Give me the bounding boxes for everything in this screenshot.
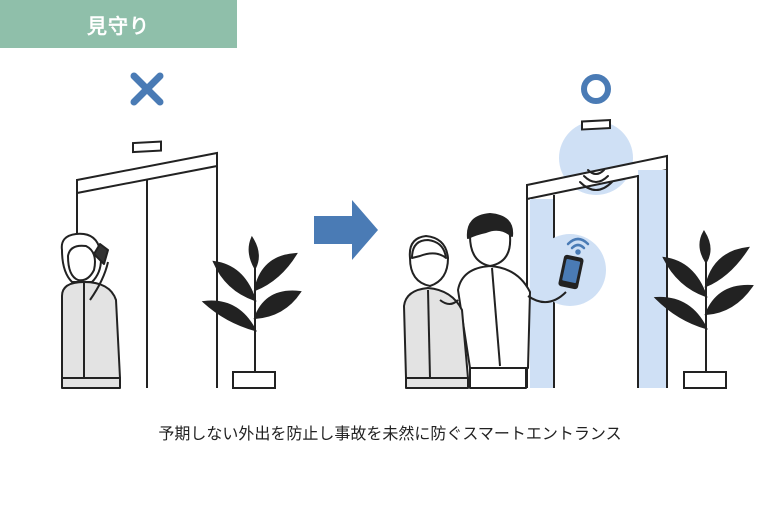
arrow-right-icon <box>314 200 378 260</box>
plant-icon <box>653 230 754 389</box>
circle-ok-icon <box>581 74 611 104</box>
resident-woman-right <box>403 235 469 389</box>
category-tag: 見守り <box>0 0 237 48</box>
resident-woman-left <box>60 232 121 389</box>
plant-icon <box>201 235 302 389</box>
staff-man <box>457 213 567 389</box>
wifi-signal-icon <box>579 169 613 191</box>
caption: 予期しない外出を防止し事故を未然に防ぐスマートエントランス <box>158 424 622 443</box>
wifi-signal-icon <box>566 237 590 255</box>
cross-icon <box>130 72 164 106</box>
entrance-door-right <box>526 118 668 388</box>
smartphone-icon <box>558 254 584 290</box>
